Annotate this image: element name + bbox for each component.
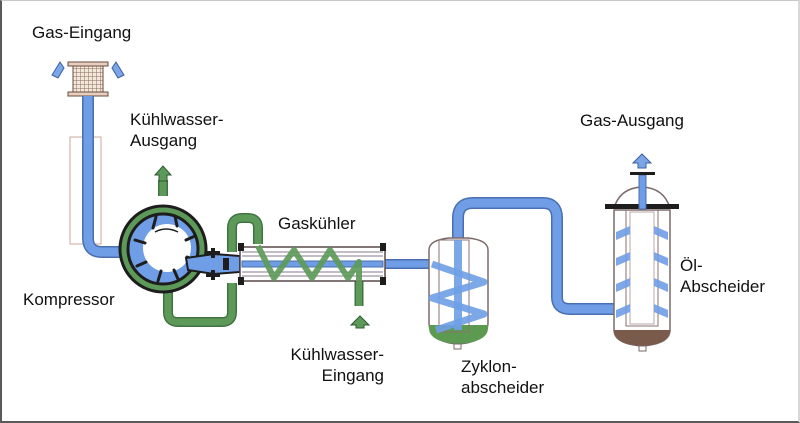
label-cyclone-line1: Zyklon-	[461, 357, 517, 376]
filter-cap-bottom	[67, 91, 109, 97]
coolant-piping	[158, 180, 364, 327]
gas-cooler	[238, 243, 386, 285]
oil-separator-oil-sump	[614, 330, 670, 346]
coolant-pipe-lower-loop	[164, 283, 236, 326]
oil-separator	[605, 153, 679, 352]
label-coolant-outlet-line2: Ausgang	[130, 131, 198, 150]
gas-outlet-arrow-icon	[631, 153, 653, 169]
cyclone-center-flow	[454, 240, 462, 330]
oil-separator-inner-cartridge	[625, 209, 659, 327]
coolant-inlet-arrow-icon	[349, 315, 371, 329]
oil-separator-inner-lining	[629, 211, 655, 325]
label-compressor: Kompressor	[23, 290, 115, 309]
gas-cooler-core-tube	[241, 260, 384, 268]
compressor-rotor	[143, 224, 191, 272]
label-oil-separator-line2: Abscheider	[680, 277, 766, 296]
gas-pipe-inlet	[83, 96, 132, 257]
label-coolant-outlet-line1: Kühlwasser-	[130, 110, 224, 129]
gas-inlet-filter	[51, 61, 125, 97]
label-cyclone-separator: Zyklon- abscheider	[461, 356, 544, 398]
oil-separator-baffles	[616, 226, 668, 318]
gas-inlet-arrow-right-icon	[111, 61, 125, 79]
label-coolant-inlet-line2: Eingang	[321, 366, 384, 385]
filter-cap-top	[67, 61, 109, 67]
filter-mesh	[72, 65, 104, 93]
label-gas-outlet: Gas-Ausgang	[580, 111, 684, 130]
cyclone-drain	[453, 343, 462, 350]
compressor-flanges	[206, 248, 229, 280]
label-gas-inlet: Gas-Eingang	[32, 23, 132, 42]
label-cyclone-line2: abscheider	[461, 378, 545, 397]
compressor	[118, 204, 241, 294]
label-oil-separator: Öl- Abscheider	[680, 255, 765, 297]
oil-separator-drain	[638, 345, 647, 352]
gas-inlet-arrow-left-icon	[51, 61, 65, 79]
coolant-zigzag	[255, 244, 362, 282]
cyclone-spiral-flow	[428, 260, 488, 334]
label-coolant-outlet: Kühlwasser- Ausgang	[130, 109, 224, 151]
gas-cooler-flanges	[238, 243, 386, 285]
compressor-rotor-arc	[154, 228, 179, 233]
oil-separator-outlet-pipe	[638, 174, 647, 210]
coolant-outlet-arrow-icon	[153, 165, 173, 182]
cyclone-separator	[428, 237, 489, 350]
coolant-pipe-upper-loop	[228, 214, 262, 252]
label-coolant-inlet-line1: Kühlwasser-	[290, 345, 384, 364]
label-coolant-inlet: Kühlwasser- Eingang	[274, 344, 384, 386]
label-gas-cooler: Gaskühler	[278, 214, 356, 233]
gas-pipe-cyclone-to-oil	[453, 198, 630, 314]
label-oil-separator-line1: Öl-	[680, 256, 703, 275]
gas-piping	[82, 96, 630, 315]
oil-separator-outlet-flange	[630, 172, 655, 175]
